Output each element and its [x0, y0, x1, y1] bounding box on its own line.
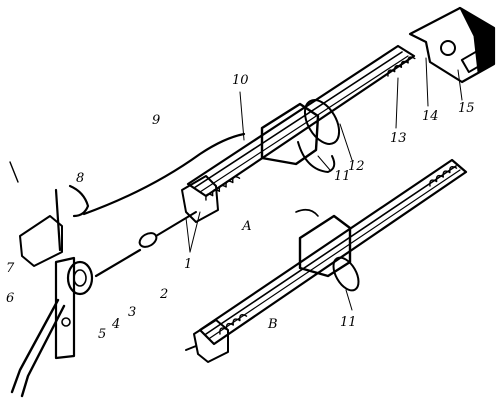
label-11-upper: 11	[334, 169, 351, 184]
label-8: 8	[76, 171, 84, 186]
label-7: 7	[6, 261, 15, 276]
end-housing-shade	[458, 6, 495, 73]
leader-1a	[189, 211, 201, 253]
leader-11a	[317, 155, 331, 171]
label-2: 2	[159, 287, 168, 302]
handle-6	[10, 298, 60, 394]
tube-a-edge	[193, 51, 403, 189]
lever-8	[54, 188, 62, 252]
tube-b-rod-stub	[185, 345, 197, 351]
spring-left-a	[205, 176, 241, 201]
pointer-7	[9, 161, 19, 183]
label-6: 6	[6, 291, 14, 306]
label-10: 10	[232, 73, 249, 88]
spring-left-b	[219, 313, 248, 335]
leader-15	[457, 69, 463, 101]
rod-2	[155, 211, 197, 237]
label-assembly-b: В	[267, 317, 278, 332]
label-4: 4	[111, 317, 120, 332]
label-11-lower: 11	[340, 315, 357, 330]
leader-1b	[185, 217, 191, 253]
label-9: 9	[152, 113, 160, 128]
leader-12	[339, 123, 353, 161]
linkage	[9, 132, 246, 398]
label-5: 5	[98, 327, 106, 342]
spring-right-b	[429, 165, 458, 187]
loop-b	[332, 256, 360, 292]
tube-b-left-block	[193, 319, 229, 363]
label-1: 1	[184, 257, 192, 272]
bracket-7	[19, 215, 63, 267]
rod-3	[94, 248, 142, 278]
leader-10	[239, 91, 245, 141]
flange-a	[303, 99, 341, 145]
pulley-4	[66, 260, 94, 296]
link-eye	[138, 232, 158, 248]
label-13: 13	[390, 131, 407, 146]
label-14: 14	[422, 109, 439, 124]
lever-8-grip	[68, 184, 90, 218]
leader-14	[425, 57, 429, 107]
assembly-a	[181, 6, 496, 223]
plate-5	[54, 256, 76, 360]
labels: 10 9 8 7 6 5 4 3 2 1 А 11 12 13 14 15 В …	[6, 73, 475, 342]
tube-b-edge	[205, 165, 457, 335]
plate-hole	[61, 317, 71, 327]
guide-frame-a	[260, 102, 320, 166]
tube-a-outline	[186, 44, 416, 198]
bracket-a	[297, 141, 336, 173]
end-housing-slot	[460, 48, 488, 74]
label-12: 12	[348, 159, 365, 174]
label-15: 15	[458, 101, 475, 116]
tube-a-inner-edge	[199, 55, 409, 193]
cable-9	[82, 132, 246, 216]
pulley-hub	[73, 269, 87, 287]
handle-6-edge	[20, 304, 66, 398]
label-3: 3	[128, 305, 136, 320]
leader-11b	[345, 289, 353, 311]
tube-b-inner-edge	[209, 169, 461, 339]
leader-13	[395, 77, 399, 129]
spring-right-a	[387, 56, 416, 77]
hook-b	[295, 208, 319, 217]
end-housing-hole	[440, 40, 456, 56]
label-assembly-a: А	[241, 219, 252, 234]
assembly-b	[185, 158, 468, 363]
tube-b-outline	[198, 158, 468, 346]
tube-a-left-block	[181, 175, 219, 223]
leaders	[185, 57, 463, 311]
